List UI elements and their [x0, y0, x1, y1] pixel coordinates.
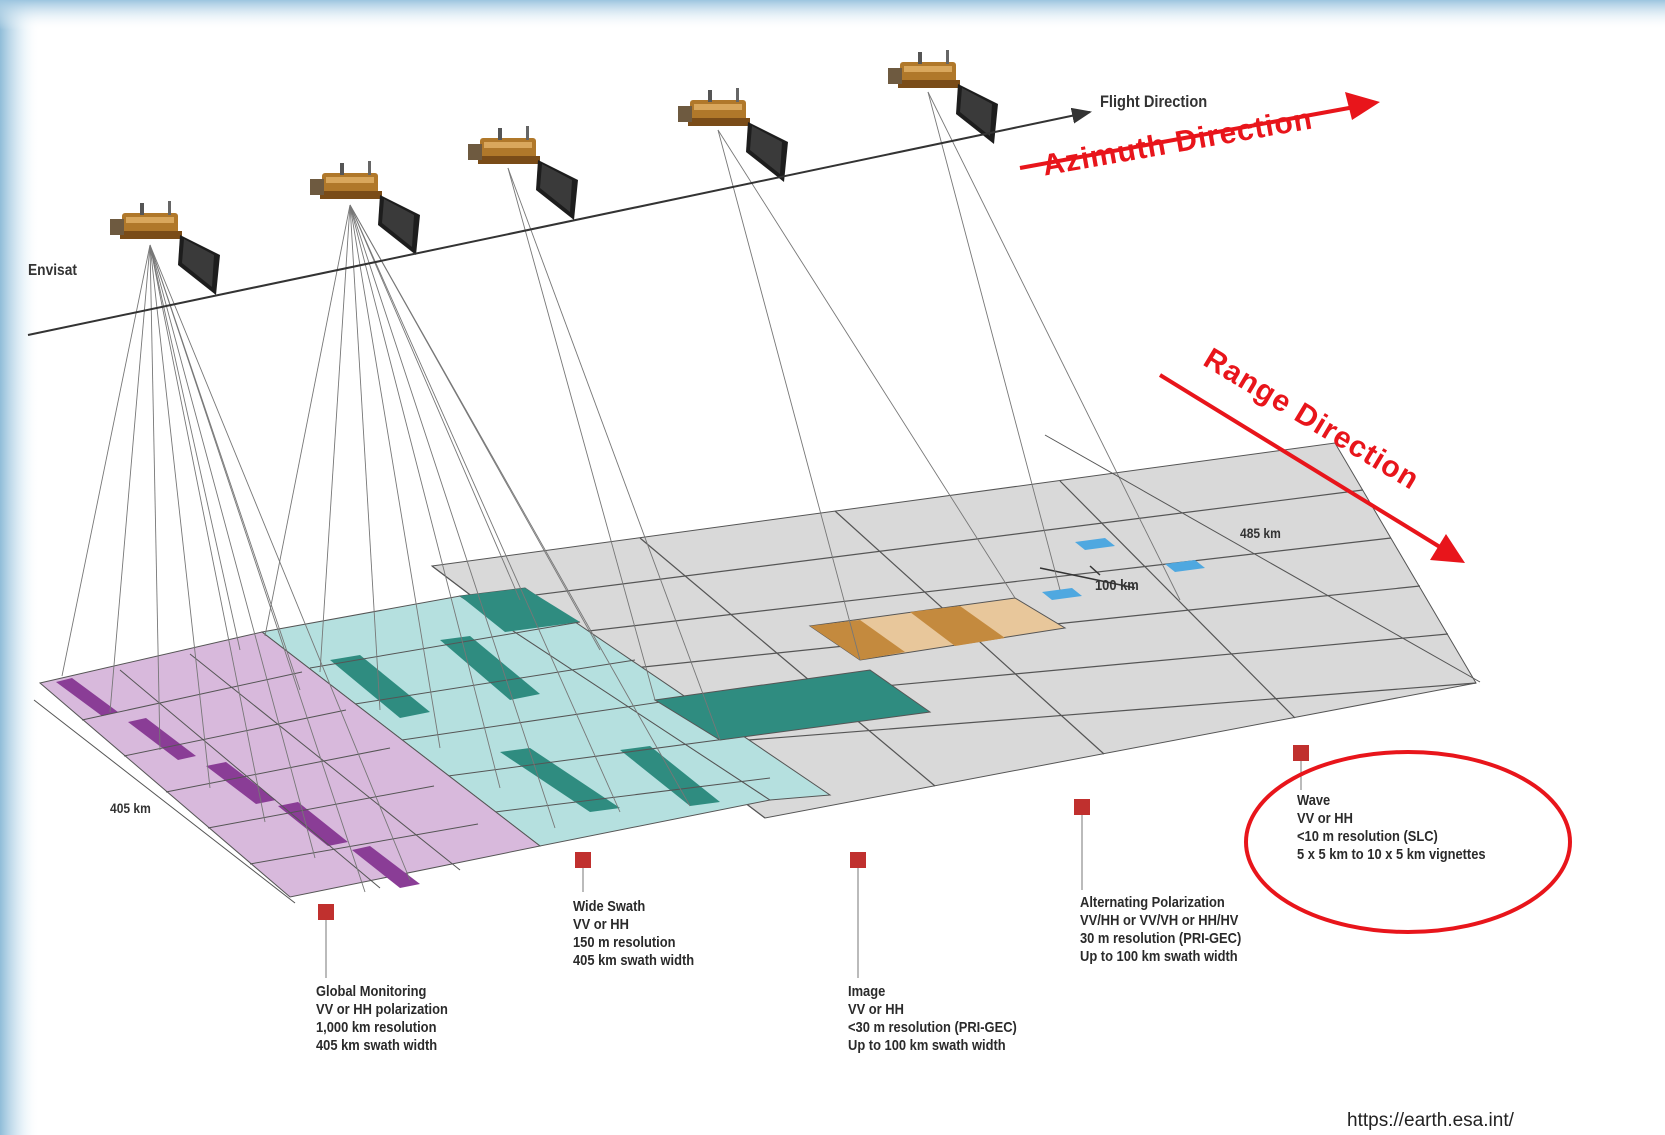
alternating-polarization-swath: Up to 100 km swath width — [1080, 948, 1238, 965]
global-monitoring-title: Global Monitoring — [316, 983, 427, 1000]
wide-swath-width: 405 km swath width — [573, 952, 695, 969]
satellites — [110, 50, 998, 295]
alternating-polarization-text: Alternating Polarization VV/HH or VV/VH … — [1080, 894, 1241, 966]
wide-swath-text: Wide Swath VV or HH 150 m resolution 405… — [573, 898, 694, 970]
global-monitoring-text: Global Monitoring VV or HH polarization … — [316, 983, 448, 1055]
alternating-polarization-title: Alternating Polarization — [1080, 894, 1225, 911]
alternating-polarization-resolution: 30 m resolution (PRI-GEC) — [1080, 930, 1242, 947]
image-mode-swath: Up to 100 km swath width — [848, 1037, 1006, 1054]
width-405-line — [33, 699, 296, 904]
width-405-label: 405 km — [110, 800, 151, 816]
wide-swath-resolution: 150 m resolution — [573, 934, 676, 951]
flight-path-line — [27, 107, 1092, 336]
width-485-line — [1044, 434, 1481, 683]
alternating-polarization-footprint — [808, 597, 1067, 661]
image-mode-title: Image — [848, 983, 886, 1000]
alternating-polarization-polarization: VV/HH or VV/VH or HH/HV — [1080, 912, 1239, 929]
range-arrow — [1158, 373, 1450, 554]
global-monitoring-resolution: 1,000 km resolution — [316, 1019, 437, 1036]
global-monitoring-swath: 405 km swath width — [316, 1037, 438, 1054]
mode-markers — [318, 745, 1309, 978]
image-mode-strip — [653, 669, 932, 741]
source-url: https://earth.esa.int/ — [1347, 1110, 1514, 1131]
azimuth-arrow — [1019, 104, 1361, 170]
global-monitoring-polarization: VV or HH polarization — [316, 1001, 448, 1018]
image-mode-text: Image VV or HH <30 m resolution (PRI-GEC… — [848, 983, 1017, 1055]
image-mode-resolution: <30 m resolution (PRI-GEC) — [848, 1019, 1017, 1036]
image-mode-polarization: VV or HH — [848, 1001, 904, 1018]
wave-mode-vignettes: 5 x 5 km to 10 x 5 km vignettes — [1297, 846, 1486, 863]
wide-swath-footprint — [260, 587, 832, 847]
wave-highlight-ellipse — [1244, 750, 1572, 934]
wide-swath-title: Wide Swath — [573, 898, 646, 915]
wave-mode-text: Wave VV or HH <10 m resolution (SLC) 5 x… — [1297, 792, 1486, 864]
wide-swath-polarization: VV or HH — [573, 916, 629, 933]
width-485-label: 485 km — [1240, 525, 1281, 541]
flight-direction-label: Flight Direction — [1100, 92, 1208, 111]
wave-vignettes — [1042, 538, 1205, 600]
spacing-100-label: 100 km — [1095, 577, 1139, 594]
wave-mode-title: Wave — [1297, 792, 1331, 809]
beam-lines — [61, 91, 1181, 893]
satellite-label: Envisat — [28, 262, 77, 279]
wave-mode-resolution: <10 m resolution (SLC) — [1297, 828, 1438, 845]
wave-mode-polarization: VV or HH — [1297, 810, 1353, 827]
